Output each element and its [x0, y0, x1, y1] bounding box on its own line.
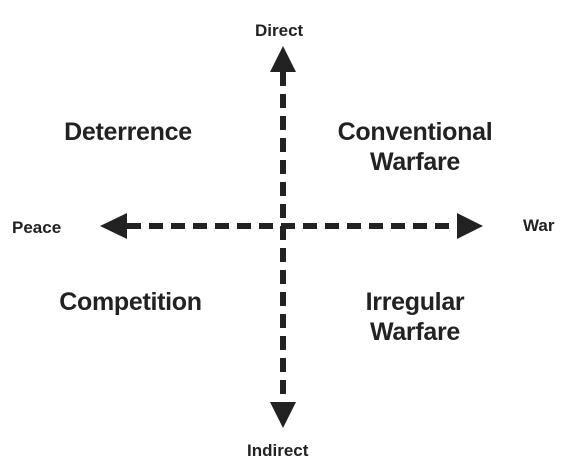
arrow-down-icon — [270, 402, 296, 428]
quadrant-line: Competition — [59, 288, 202, 316]
quadrant-line: Warfare — [369, 148, 461, 176]
axis-label-peace: Peace — [12, 218, 62, 237]
quadrant-deterrence: Deterrence — [48, 117, 208, 147]
quadrant-line: Irregular — [365, 288, 465, 316]
quadrant-line: Warfare — [369, 318, 461, 346]
arrow-left-icon — [100, 213, 127, 239]
quadrant-line: Deterrence — [64, 118, 192, 146]
axis-label-indirect: Indirect — [247, 441, 309, 460]
arrow-right-icon — [457, 213, 483, 239]
axis-label-war: War — [523, 216, 555, 235]
axis-label-direct: Direct — [255, 21, 304, 40]
quadrant-competition: Competition — [38, 287, 223, 317]
arrow-up-icon — [270, 46, 296, 72]
quadrant-irregular-warfare: Irregular Warfare — [320, 287, 510, 347]
quadrant-conventional-warfare: Conventional Warfare — [320, 117, 510, 177]
quadrant-line: Conventional — [337, 118, 493, 146]
